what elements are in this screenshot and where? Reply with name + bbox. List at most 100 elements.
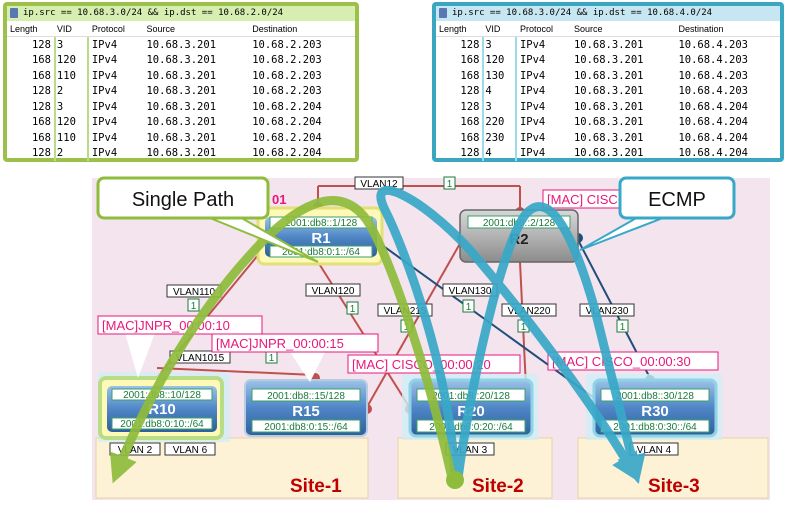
packet-cell: 220	[482, 115, 517, 131]
packet-cell: 10.68.3.201	[146, 100, 217, 113]
mac-labels: [MAC]JNPR_00:00:10 [MAC]JNPR_00:00:15 [M…	[97, 189, 719, 382]
r15-loopback: 2001:db8::15/128	[267, 391, 345, 402]
packet-cell: 3	[54, 37, 89, 53]
packet-cell: 10.68.3.201	[146, 69, 217, 82]
router-r15[interactable]: 2001:db8::15/128 R15 2001:db8:0:15::/64	[244, 379, 368, 437]
ecmp-path-r1	[376, 185, 640, 483]
vlan6-box	[164, 442, 216, 456]
r10-loopback-box	[111, 388, 213, 401]
packet-cell: 168	[31, 54, 51, 67]
packet-cell: IPv4	[91, 38, 118, 51]
r15-loopback-box	[251, 388, 361, 402]
column-header[interactable]: Protocol	[88, 21, 144, 37]
display-filter-bar[interactable]: ip.src == 10.68.3.0/24 && ip.dst == 10.6…	[436, 6, 780, 21]
bookmark-icon[interactable]	[439, 8, 447, 18]
packet-cell: 168	[460, 131, 480, 144]
capture-panel-single-path: ip.src == 10.68.3.0/24 && ip.dst == 10.6…	[3, 2, 359, 162]
callout-single-path-box	[96, 176, 270, 220]
packet-cell: 10.68.2.203	[252, 85, 322, 98]
mac-cisco2: [MAC] CISCO	[547, 192, 628, 207]
display-filter-bar[interactable]: ip.src == 10.68.3.0/24 && ip.dst == 10.6…	[7, 6, 355, 21]
packet-cell: 168	[460, 69, 480, 82]
column-header[interactable]: Source	[143, 21, 250, 37]
mac-pointer	[125, 333, 155, 378]
packet-cell: 10.68.2.204	[252, 131, 322, 144]
packet-cell: 10.68.3.201	[573, 116, 644, 129]
mac-jnpr10-box	[97, 315, 263, 335]
packet-cell: IPv4	[91, 116, 118, 129]
packet-cell: 120	[54, 115, 89, 131]
column-header[interactable]: Length	[7, 21, 54, 37]
packet-cell: 10.68.2.203	[252, 38, 322, 51]
site-1-label: Site-1	[290, 476, 342, 497]
packet-cell: 128	[460, 100, 480, 113]
packet-cell: 128	[460, 85, 480, 98]
cost-vlan120: 1	[350, 304, 356, 315]
router-r30[interactable]: 2001:db8::30/128 R30 2001:db8:0:30::/64	[586, 374, 722, 440]
r30-loopback-box	[600, 388, 710, 402]
bookmark-icon[interactable]	[10, 8, 18, 18]
packet-cell: IPv4	[519, 54, 546, 67]
packet-cell: IPv4	[519, 85, 546, 98]
column-header[interactable]: Destination	[249, 21, 355, 37]
packet-cell: 3	[482, 37, 517, 53]
packet-cell: 10.68.3.201	[573, 85, 644, 98]
packet-cell: 130	[482, 68, 517, 84]
mac-cisco30: [MAC] CISCO_00:00:30	[552, 354, 691, 369]
column-header[interactable]: Length	[436, 21, 483, 37]
vlan110-label: VLAN110	[173, 287, 216, 298]
column-header[interactable]: Source	[570, 21, 676, 37]
vlan130-label: VLAN130	[449, 286, 492, 297]
r1-loopback: 2001:db8::1/128	[285, 218, 358, 229]
packet-cell: 10.68.3.201	[573, 131, 644, 144]
callout-ecmp-box	[618, 176, 736, 220]
cost-box	[187, 298, 200, 312]
packet-cell: IPv4	[91, 69, 118, 82]
vlan3-label: VLAN 3	[453, 445, 488, 456]
packet-cell: 10.68.3.201	[573, 38, 644, 51]
ecmp-text: ECMP	[648, 189, 706, 211]
packet-cell: 10.68.4.203	[678, 85, 748, 98]
router-r10[interactable]: 2001:db8::10/128 R10 2001:db8:0:10::/64	[98, 372, 230, 442]
packet-cell: IPv4	[91, 100, 118, 113]
packet-cell: 10.68.3.201	[146, 85, 217, 98]
column-header[interactable]: Protocol	[516, 21, 571, 37]
single-path-arrow	[109, 196, 457, 484]
packet-cell: 10.68.4.204	[678, 116, 748, 129]
packet-cell: IPv4	[519, 116, 546, 129]
cost-box	[462, 299, 475, 313]
r10-name: R10	[148, 401, 176, 418]
column-header[interactable]: Destination	[675, 21, 780, 37]
column-header[interactable]: VID	[482, 21, 517, 37]
packet-cell: 168	[460, 116, 480, 129]
column-header[interactable]: VID	[53, 21, 89, 37]
ecmp-paths	[376, 185, 646, 484]
packet-cell: 128	[460, 38, 480, 51]
packet-cell: IPv4	[519, 147, 546, 160]
packet-cell: 128	[460, 147, 480, 160]
packet-cell: 10.68.3.201	[573, 69, 644, 82]
callout-ecmp: ECMP	[579, 176, 736, 251]
packet-cell: 10.68.2.204	[252, 147, 322, 160]
vlan2-label: VLAN 2	[118, 445, 153, 456]
r1-subnet: 2001:db8:0:1::/64	[282, 247, 360, 258]
r10-subnet-box	[111, 417, 213, 430]
packet-cell: IPv4	[91, 131, 118, 144]
